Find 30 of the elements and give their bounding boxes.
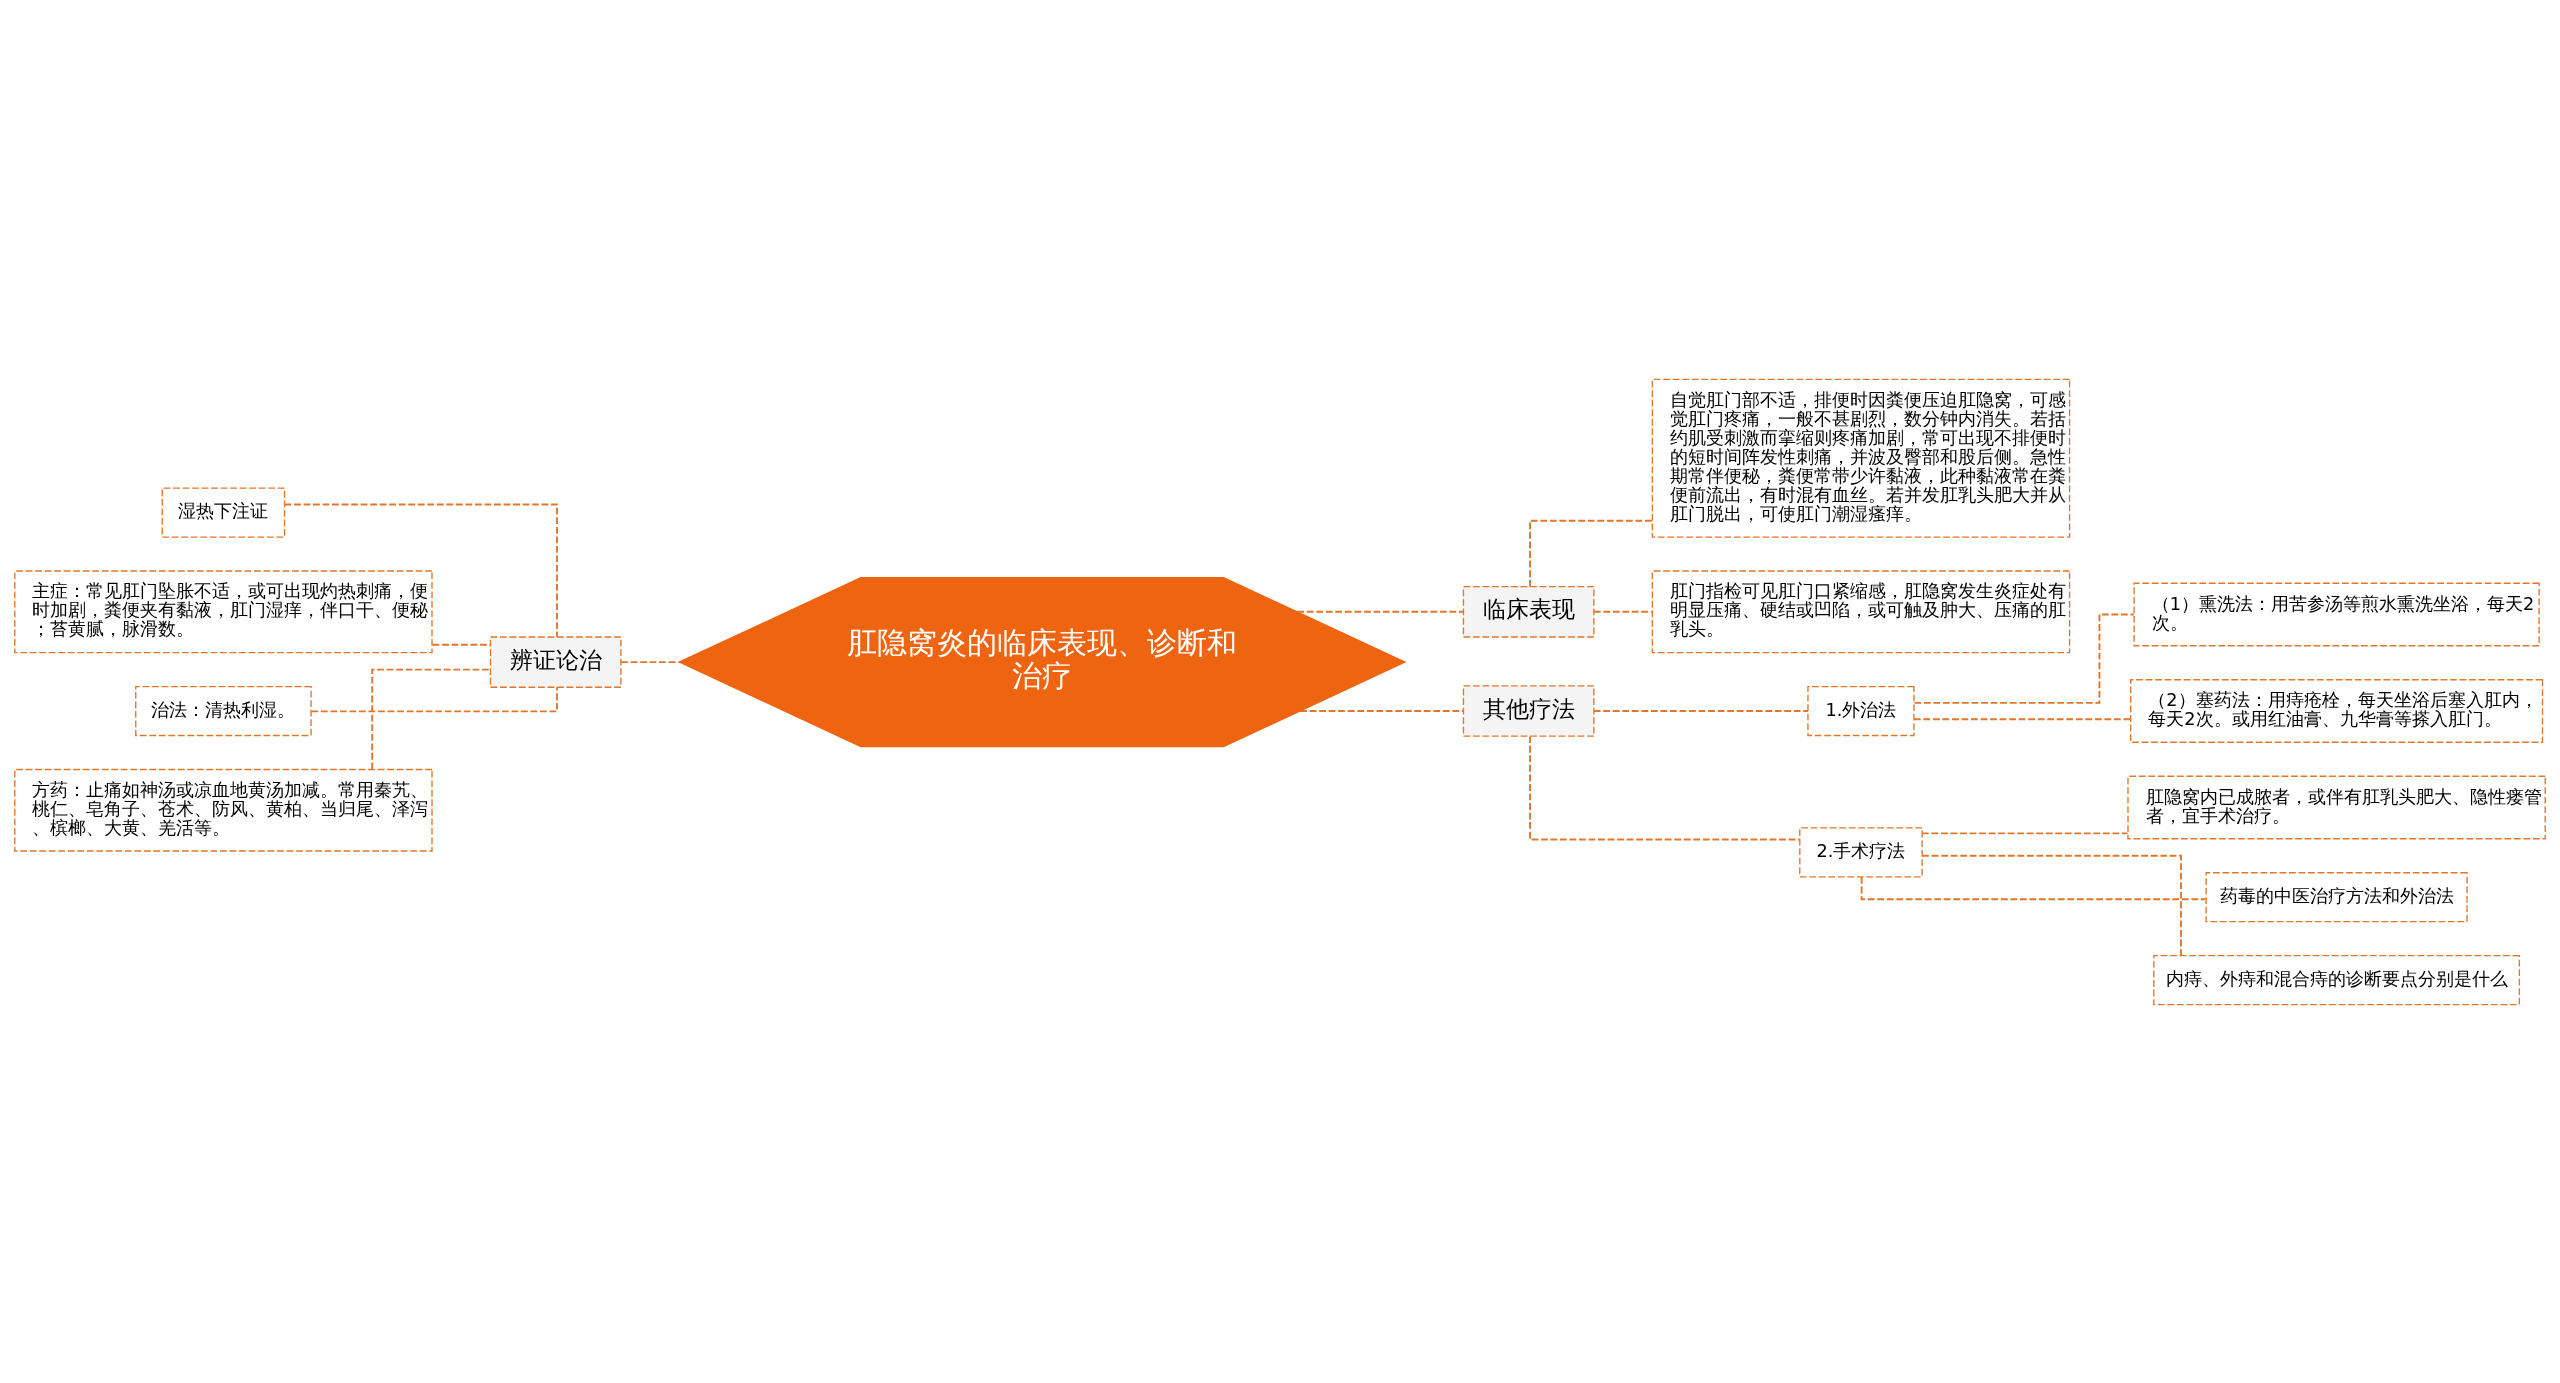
node-box: 肛门指检可见肛门口紧缩感，肛隐窝发生炎症处有明显压痛、硬结或凹陷，或可触及肿大、压痛的肛乳头。 [1651, 569, 2071, 653]
node-box: 肛隐窝内已成脓者，或伴有肛乳头肥大、隐性瘘管者，宜手术治疗。 [2127, 775, 2546, 839]
connector [1529, 519, 1654, 587]
connector [1921, 854, 2182, 956]
connector [620, 660, 680, 663]
connector [310, 685, 558, 712]
connector [1913, 613, 2135, 704]
connector [371, 668, 491, 770]
connector [1921, 831, 2129, 834]
connector [283, 503, 558, 638]
node-box: （1）熏洗法：用苦参汤等煎水熏洗坐浴，每天2次。 [2133, 582, 2540, 646]
connector [1296, 610, 1464, 613]
node-box: 方药：止痛如神汤或凉血地黄汤加减。常用秦艽、桃仁、皂角子、苍术、防风、黄柏、当归尾、泽泻、槟榔、大黄、羌活等。 [14, 768, 433, 852]
node-box: 临床表现 [1462, 585, 1595, 638]
node-box: 辨证论治 [489, 635, 622, 688]
node-box: 湿热下注证 [161, 486, 286, 538]
connector [1529, 734, 1801, 840]
node-box: 自觉肛门部不适，排便时因粪便压迫肛隐窝，可感觉肛门疼痛，一般不甚剧烈，数分钟内消失。若括约肌受刺激而挛缩则疼痛加剧，常可出现不排便时的短时间阵发性刺痛，并波及臀部和股后侧。急性期常伴便秘，粪便常带少许黏液，此种黏液常在粪便前流出，有时混有血丝。若并发肛乳头肥大并从肛门脱出，可使肛门潮湿瘙痒。 [1651, 378, 2071, 538]
connector [1593, 610, 1653, 613]
node-box: 内痔、外痔和混合痔的诊断要点分别是什么 [2153, 954, 2521, 1005]
connector [1593, 709, 1809, 712]
node-box: 治法：清热利湿。 [135, 685, 312, 736]
node-box: 1.外治法 [1807, 685, 1915, 736]
node-box: 药毒的中医治疗方法和外治法 [2205, 871, 2468, 922]
connector [1299, 709, 1464, 712]
node-box: 其他疗法 [1462, 684, 1595, 737]
node-box: （2）塞药法：用痔疮栓，每天坐浴后塞入肛内，每天2次。或用红油膏、九华膏等搽入肛门。 [2130, 678, 2544, 743]
connector [1913, 717, 2132, 720]
node-box: 主症：常见肛门坠胀不适，或可出现灼热刺痛，便时加剧，粪便夹有黏液，肛门湿痒，伴口干、便秘；苔黄腻，脉滑数。 [14, 569, 433, 653]
node-box: 2.手术疗法 [1799, 826, 1923, 877]
